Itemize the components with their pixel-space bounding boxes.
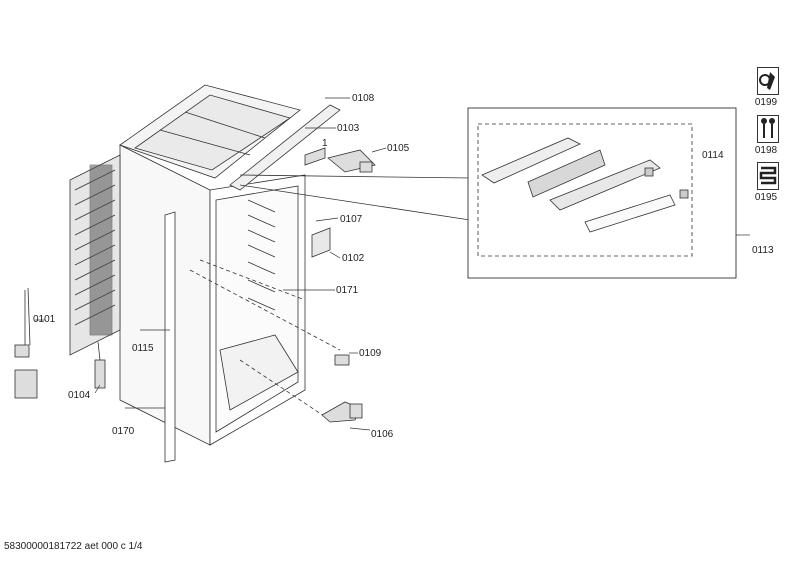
label-0115: 0115 [132,343,154,354]
label-0109: 0109 [359,348,382,359]
label-0104: 0104 [68,390,91,401]
sidebar-item-0199 [757,67,779,95]
label-0106: 0106 [371,429,394,440]
sidebar-item-0195 [757,162,779,190]
document-id: 58300000181722 aet 000 c 1/4 [4,541,143,552]
sidebar-label-0198: 0198 [754,145,778,156]
detail-callout [239,107,750,279]
label-0113: 0113 [752,245,774,256]
label-0114: 0114 [702,150,724,161]
label-0101: 0101 [33,314,56,325]
sidebar-label-0199: 0199 [754,97,778,108]
sidebar-item-0198 [757,115,779,143]
label-0105: 0105 [387,143,410,154]
label-0102: 0102 [342,253,365,264]
label-0171: 0171 [336,285,359,296]
label-0103: 0103 [337,123,360,134]
side-strip-part [164,211,176,463]
fridge-cabinet [119,84,341,446]
small-clip-part [334,354,350,366]
label-0103-qty: 1 [322,138,328,149]
power-cable-part [14,287,38,399]
bracket-part [304,147,326,166]
plate-part [311,227,331,258]
label-0107: 0107 [340,214,363,225]
leader-lines [35,97,710,431]
heating-coil-icon [759,166,777,185]
wrench-gear-icon [759,72,775,90]
top-rail-part [229,104,341,191]
lower-hinge-part [321,401,363,423]
screws-icon [761,118,775,138]
upper-hinge-part [327,149,376,173]
sensor-part [94,341,106,389]
label-0108: 0108 [352,93,375,104]
condenser-coil [69,154,121,356]
sidebar-label-0195: 0195 [754,192,778,203]
label-0170: 0170 [112,426,135,437]
